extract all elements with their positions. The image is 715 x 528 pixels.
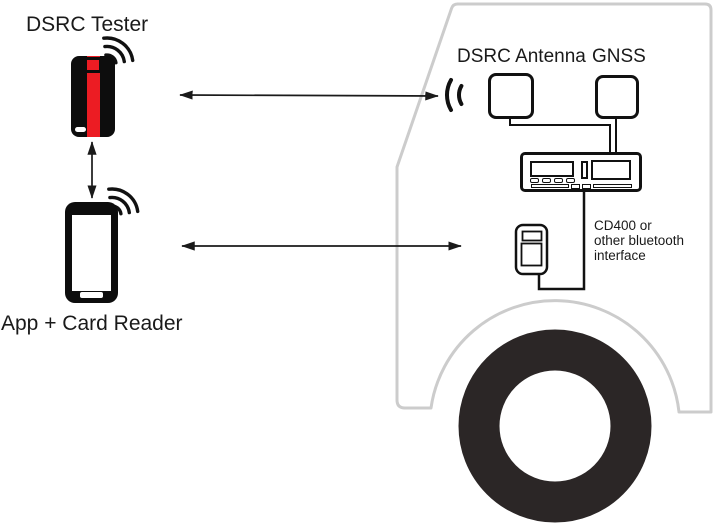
antenna-to-tachograph-wire <box>509 118 611 154</box>
truck-cab-outline <box>395 2 713 414</box>
tachograph-button <box>542 178 551 183</box>
tachograph-tray-left <box>531 184 569 188</box>
tester-chip <box>84 57 102 73</box>
gnss-box <box>595 75 639 119</box>
phone-screen <box>72 215 111 291</box>
interface-to-tachograph-wire <box>537 191 586 291</box>
phone-home-button <box>80 292 103 298</box>
dsrc-antenna-box <box>488 73 534 119</box>
tachograph-button <box>530 178 539 183</box>
cd400-keypad <box>520 242 543 267</box>
tachograph-key <box>571 184 580 189</box>
tachograph-tray-right <box>593 184 632 188</box>
cd400-screen <box>521 230 543 242</box>
tachograph-button <box>554 178 563 183</box>
gnss-label: GNSS <box>592 46 646 67</box>
tachograph-display <box>530 161 574 177</box>
dsrc-tester-device <box>71 56 115 137</box>
tachograph-key <box>582 184 591 189</box>
arrow-tester-to-antenna <box>179 90 439 101</box>
truck-wheel <box>458 329 652 523</box>
tester-port <box>75 127 86 132</box>
tachograph-printer-panel <box>591 160 631 180</box>
tachograph-button <box>566 178 575 183</box>
app-card-reader-label: App + Card Reader <box>1 312 183 335</box>
dsrc-antenna-label: DSRC Antenna <box>457 46 586 67</box>
smartphone-device <box>65 202 118 303</box>
tachograph-card-slot <box>581 161 588 179</box>
dsrc-tester-label: DSRC Tester <box>26 13 149 36</box>
tachograph-device <box>520 152 642 192</box>
antenna-radio-waves-icon <box>445 78 464 112</box>
tester-red-stripe <box>87 56 100 137</box>
tester-signal-icon <box>102 36 135 65</box>
bluetooth-interface-label: CD400 or other bluetooth interface <box>594 218 685 263</box>
cd400-device <box>514 223 549 276</box>
